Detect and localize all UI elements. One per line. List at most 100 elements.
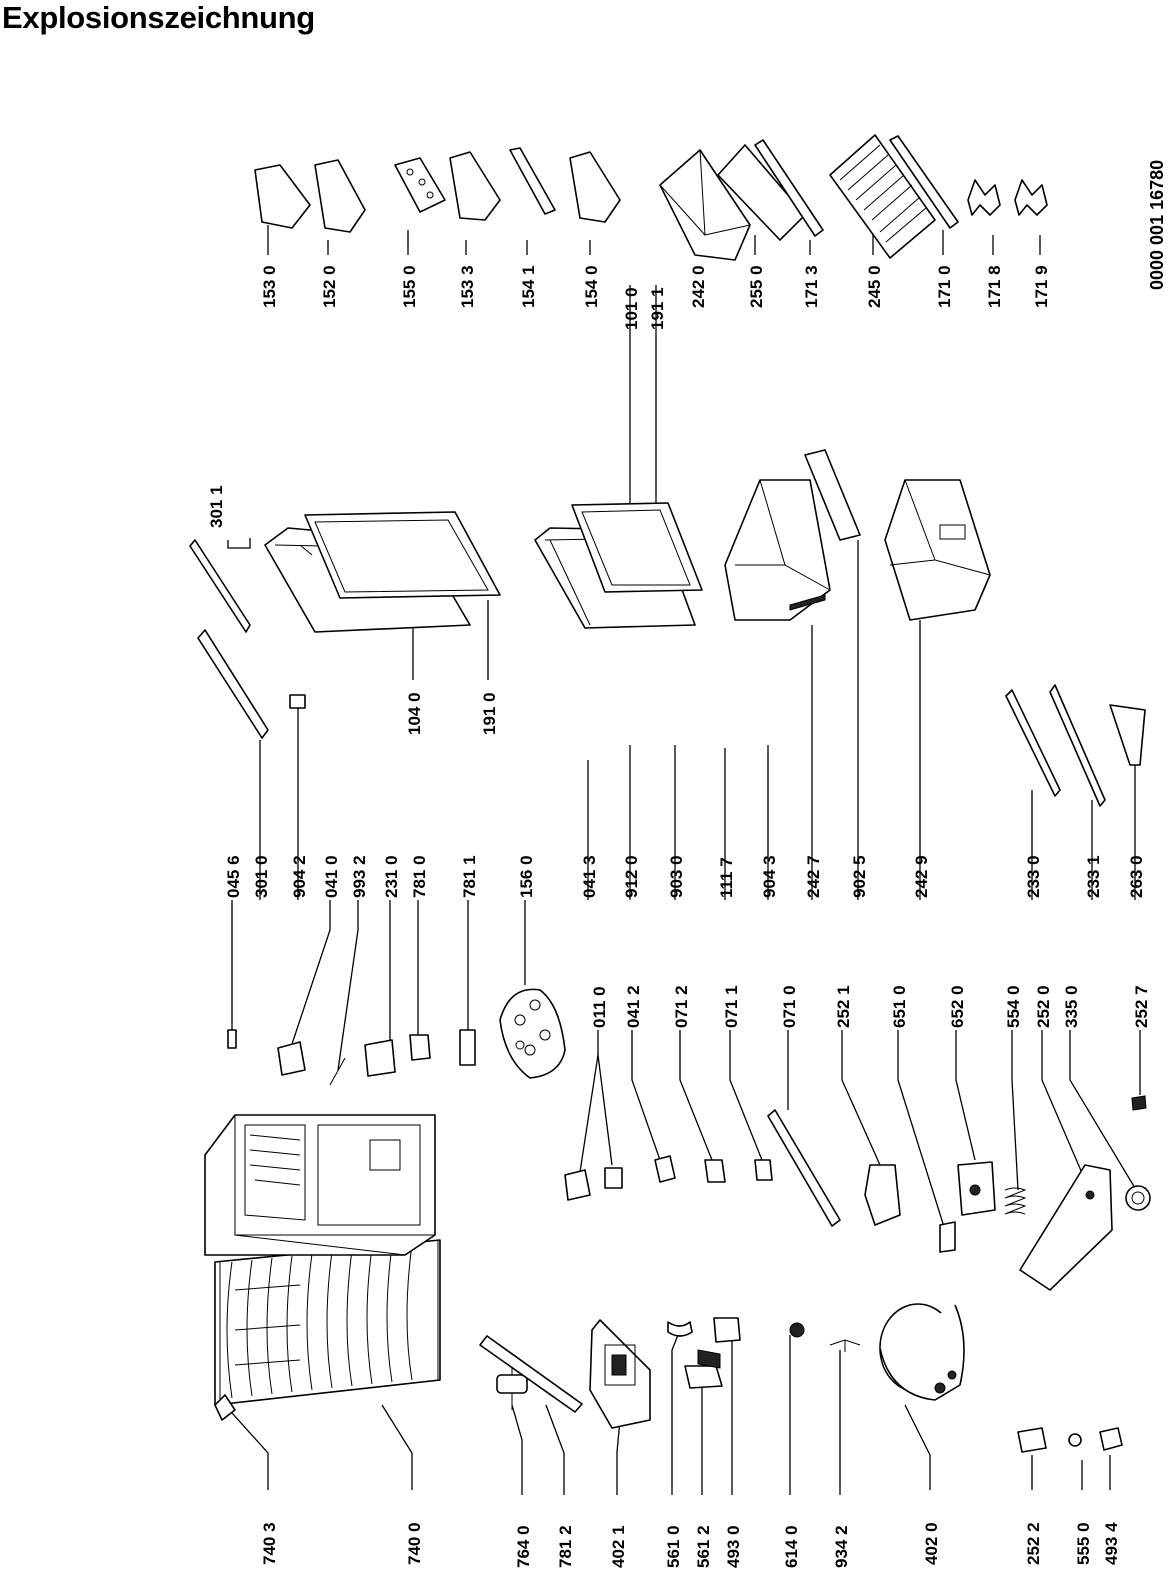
control-panel-icon [1019, 1164, 1113, 1291]
part-label: 233 0 [1024, 855, 1043, 898]
part-label: 153 0 [260, 265, 279, 308]
freezer-gasket-icon [571, 502, 703, 593]
drawer-icon [884, 479, 991, 621]
part-label: 764 0 [514, 1525, 533, 1568]
part-label: 152 0 [320, 265, 339, 308]
shelf-trim-icon [889, 135, 959, 229]
part-label: 561 2 [694, 1525, 713, 1568]
drawer-front-icon [804, 449, 861, 541]
hinge-screw-icon [329, 1057, 346, 1086]
part-label: 011 0 [590, 986, 609, 1028]
part-label: 493 0 [724, 1525, 743, 1568]
knob-small-icon [1131, 1095, 1147, 1111]
part-label: 171 0 [935, 265, 954, 308]
rail-icon [767, 1109, 841, 1227]
part-label: 651 0 [890, 985, 909, 1028]
drain-pipe-icon [459, 1029, 476, 1066]
part-label: 993 2 [350, 855, 369, 898]
part-label: 155 0 [400, 265, 419, 308]
part-label: 402 0 [922, 1522, 941, 1565]
door-bin-icon [254, 164, 311, 229]
shelf-trim-icon [754, 139, 824, 237]
part-label: 554 0 [1004, 985, 1023, 1028]
grommet-icon [789, 1322, 805, 1338]
thermostat-housing-icon [864, 1164, 901, 1226]
part-label: 263 0 [1127, 855, 1146, 898]
part-label: 903 0 [667, 855, 686, 898]
part-label: 104 0 [405, 692, 424, 735]
part-label: 252 0 [1034, 985, 1053, 1028]
part-label: 154 1 [519, 265, 538, 308]
part-drawings [189, 134, 1151, 1453]
door-bin-icon [314, 159, 366, 233]
part-label: 255 0 [747, 265, 766, 308]
cover-plate-icon [1099, 1427, 1123, 1451]
part-label: 191 1 [648, 287, 667, 330]
bracket-icon [754, 1159, 773, 1181]
part-label: 233 1 [1084, 855, 1103, 898]
door-strip-icon [197, 629, 269, 739]
protector-icon [713, 1317, 741, 1343]
foot-plate-icon [364, 1039, 396, 1077]
part-label: 301 1 [207, 485, 226, 528]
part-label: 171 9 [1032, 265, 1051, 308]
lamp-socket-icon [957, 1161, 996, 1216]
part-label: 245 0 [865, 265, 884, 308]
part-label: 781 2 [556, 1525, 575, 1568]
part-label: 902 5 [850, 855, 869, 898]
part-label: 111 7 [717, 857, 736, 898]
door-bin-icon [569, 151, 621, 223]
part-label: 242 0 [689, 265, 708, 308]
document-number: 0000 001 16780 [1147, 160, 1167, 290]
knob-icon [1125, 1185, 1151, 1211]
part-label: 252 1 [834, 985, 853, 1028]
part-label: 041 3 [580, 855, 599, 898]
part-label: 652 0 [948, 985, 967, 1028]
crisper-icon [659, 149, 751, 261]
hinge-icon [654, 1155, 676, 1183]
bottle-clip-icon [509, 147, 556, 215]
shelf-rail-icon [1005, 689, 1061, 797]
part-label: 242 9 [912, 855, 931, 898]
evaporator-clip-icon [214, 1394, 236, 1421]
door-gasket-icon [304, 511, 501, 599]
screw-icon [1068, 1433, 1082, 1447]
compressor-tray-icon [589, 1319, 651, 1429]
part-label: 614 0 [782, 1525, 801, 1568]
thermostat-box-icon [1017, 1427, 1047, 1453]
part-label: 904 2 [290, 855, 309, 898]
part-label: 740 3 [260, 1522, 279, 1565]
compressor-icon [879, 1303, 965, 1401]
part-label: 402 1 [609, 1525, 628, 1568]
page-title: Explosionszeichnung [2, 0, 315, 35]
part-label: 154 0 [582, 265, 601, 308]
part-label: 904 3 [760, 855, 779, 898]
part-label: 242 7 [804, 855, 823, 898]
egg-holder-icon [394, 157, 446, 213]
part-label: 335 0 [1062, 985, 1081, 1028]
condenser-coil-icon [214, 1239, 441, 1406]
part-label: 934 2 [832, 1525, 851, 1568]
leader-lines [227, 225, 1141, 1495]
door-strip-icon [189, 539, 251, 633]
shelf-support-icon [1014, 179, 1048, 216]
part-label: 041 2 [624, 985, 643, 1028]
part-label: 071 2 [672, 985, 691, 1028]
part-label: 101 0 [622, 287, 641, 330]
wire-shelf-icon [829, 134, 936, 259]
part-label: 041 0 [322, 855, 341, 898]
hinge-icon [277, 1041, 306, 1076]
part-label: 493 4 [1102, 1522, 1121, 1565]
door-bin-icon [449, 151, 501, 221]
egg-tray-icon [499, 988, 566, 1079]
cabinet-icon [204, 1114, 436, 1256]
part-label: 252 7 [1132, 985, 1151, 1028]
hinge-pin-icon [604, 1167, 623, 1189]
lamp-icon [939, 1221, 956, 1253]
part-label: 555 0 [1074, 1522, 1093, 1565]
cap-icon [289, 694, 306, 709]
filter-dryer-icon [496, 1365, 528, 1410]
part-label: 301 0 [252, 855, 271, 898]
shelf-rail-icon [1049, 684, 1106, 807]
